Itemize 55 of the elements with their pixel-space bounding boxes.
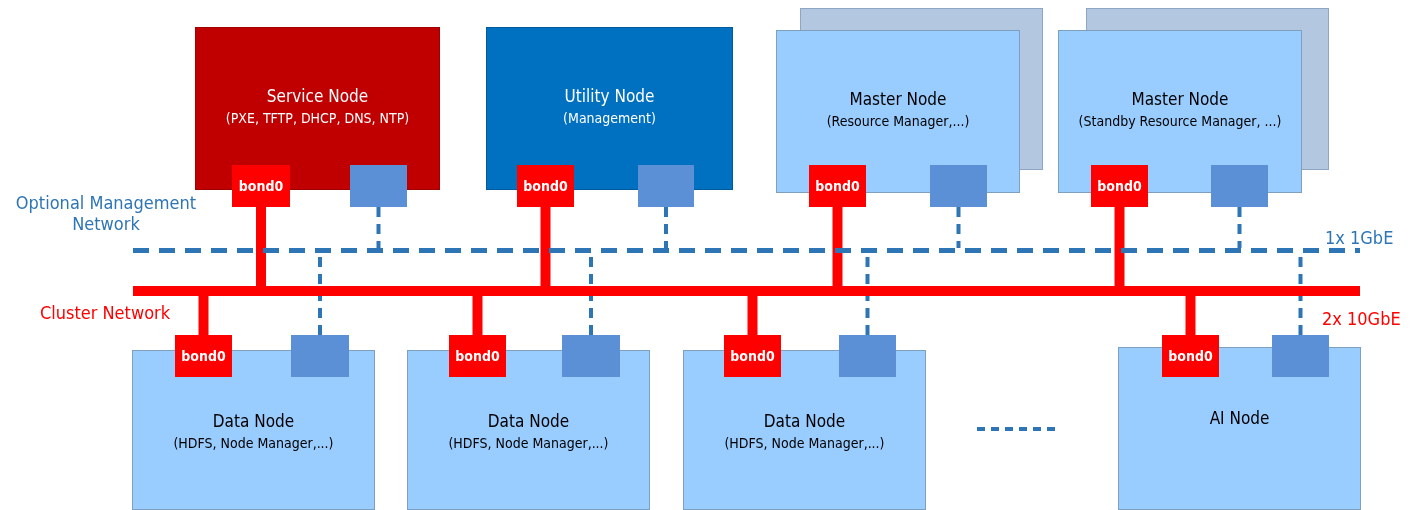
dashed-link-line <box>1237 207 1242 248</box>
server-box <box>486 27 733 190</box>
port-box <box>350 165 407 207</box>
node-title: Utility Node <box>564 86 655 106</box>
node-title: Data Node <box>487 411 570 431</box>
link-line <box>747 296 758 335</box>
port-label: bond0 <box>809 165 866 207</box>
node-title: AI Node <box>1209 408 1270 428</box>
link-line <box>1185 296 1196 335</box>
link-line <box>256 207 266 286</box>
network-label: Cluster Network <box>38 302 172 323</box>
port-box <box>930 165 987 207</box>
port-label: bond0 <box>175 335 232 377</box>
port-box <box>1211 165 1268 207</box>
port-label: bond0 <box>517 165 574 207</box>
port-box <box>1272 335 1329 377</box>
link-line <box>540 207 551 286</box>
server-box <box>132 350 375 510</box>
node-subtitle: (Management) <box>563 110 656 126</box>
node-title: Master Node <box>1131 89 1229 109</box>
server-box <box>776 30 1020 193</box>
node-subtitle: (HDFS, Node Manager,...) <box>173 435 334 451</box>
node-subtitle: (HDFS, Node Manager,...) <box>448 435 609 451</box>
network-label: Optional Management Network <box>14 192 198 234</box>
server-box <box>407 350 650 510</box>
node-title: Data Node <box>212 411 295 431</box>
port-label: bond0 <box>724 335 781 377</box>
bandwidth-label: 1x 1GbE <box>1325 227 1394 248</box>
server-box <box>1058 30 1302 193</box>
link-line <box>472 296 483 335</box>
dashed-link-line <box>956 207 961 248</box>
port-label: bond0 <box>1162 335 1219 377</box>
port-box <box>291 335 349 377</box>
link-line <box>1114 207 1125 286</box>
link-line <box>198 296 209 335</box>
node-title: Master Node <box>849 89 947 109</box>
server-box <box>195 27 440 190</box>
port-label: bond0 <box>1091 165 1148 207</box>
port-box <box>839 335 896 377</box>
port-label: bond0 <box>449 335 506 377</box>
dashed-link-line <box>664 207 668 248</box>
port-label: bond0 <box>232 165 290 207</box>
node-subtitle: (Resource Manager,...) <box>826 113 970 129</box>
node-title: Service Node <box>266 86 369 106</box>
bandwidth-label: 2x 10GbE <box>1322 308 1401 329</box>
server-box <box>683 350 926 510</box>
link-line <box>832 207 843 286</box>
server-box <box>1118 347 1361 510</box>
port-box <box>562 335 620 377</box>
node-subtitle: (PXE, TFTP, DHCP, DNS, NTP) <box>225 110 410 126</box>
port-box <box>638 165 694 207</box>
node-subtitle: (Standby Resource Manager, ...) <box>1078 113 1282 129</box>
node-subtitle: (HDFS, Node Manager,...) <box>724 435 885 451</box>
node-title: Data Node <box>763 411 846 431</box>
dashed-link-line <box>376 207 381 248</box>
